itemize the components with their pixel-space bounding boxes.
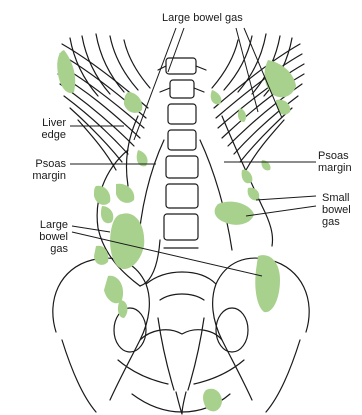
label-small-bowel-gas: Small bowel gas: [322, 192, 351, 228]
liver-edge-text-1: Liver: [18, 117, 66, 129]
psoas-right-text-1: Psoas: [318, 150, 352, 162]
large-bowel-left-text-2: bowel: [16, 231, 68, 243]
right-rib-cage: [212, 34, 304, 170]
small-bowel-text-1: Small: [322, 192, 351, 204]
psoas-left-text-2: margin: [10, 170, 66, 182]
large-bowel-left-text-1: Large: [16, 219, 68, 231]
liver-edge-text-2: edge: [18, 129, 66, 141]
large-bowel-left-text-3: gas: [16, 243, 68, 255]
label-large-bowel-gas-top: Large bowel gas: [162, 12, 243, 24]
label-psoas-margin-left: Psoas margin: [10, 158, 66, 182]
psoas-right-text-2: margin: [318, 162, 352, 174]
label-large-bowel-gas-left: Large bowel gas: [16, 219, 68, 255]
small-bowel-text-2: bowel: [322, 204, 351, 216]
spine: [158, 58, 206, 248]
label-psoas-margin-right: Psoas margin: [318, 150, 352, 174]
label-liver-edge: Liver edge: [18, 117, 66, 141]
psoas-left-text-1: Psoas: [10, 158, 66, 170]
small-bowel-text-3: gas: [322, 216, 351, 228]
